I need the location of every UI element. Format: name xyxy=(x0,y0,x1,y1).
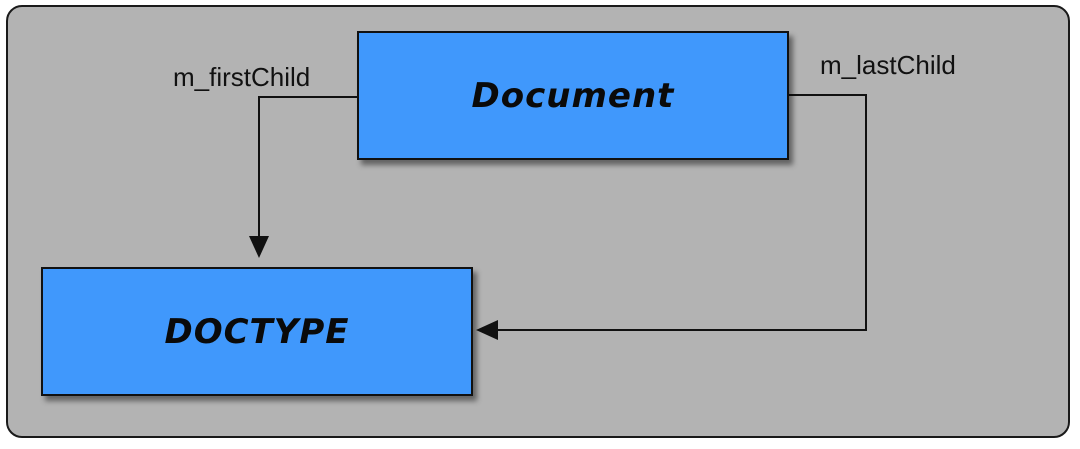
doctype-node: DOCTYPE xyxy=(41,267,473,396)
last-child-label: m_lastChild xyxy=(820,50,956,80)
document-node: Document xyxy=(357,31,789,160)
doctype-node-label: DOCTYPE xyxy=(164,311,350,352)
edge-last-child xyxy=(496,94,867,331)
first-child-label: m_firstChild xyxy=(173,62,311,92)
arrowhead-last-child xyxy=(476,320,498,340)
document-node-label: Document xyxy=(471,75,675,116)
arrowhead-first-child xyxy=(249,236,269,258)
edge-first-child xyxy=(258,96,357,238)
